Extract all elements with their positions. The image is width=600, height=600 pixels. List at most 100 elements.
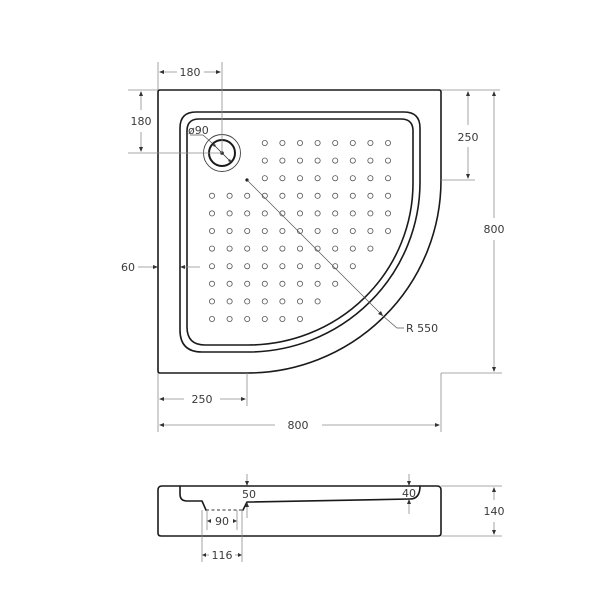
arrow-icon [492, 487, 496, 492]
anti-slip-dot [261, 227, 268, 234]
anti-slip-dot [296, 139, 303, 146]
anti-slip-dot [367, 192, 374, 199]
arrow-icon [212, 143, 216, 147]
tray-inner-rim-inner [186, 118, 414, 346]
anti-slip-dot [261, 175, 268, 182]
anti-slip-dot [367, 210, 374, 217]
arrow-icon [233, 519, 237, 523]
anti-slip-dot [349, 227, 356, 234]
dim-drain-offset-y: 180 [128, 89, 222, 154]
anti-slip-dot [367, 227, 374, 234]
anti-slip-dot [226, 192, 233, 199]
dim-label-60: 60 [121, 261, 135, 274]
anti-slip-dot [244, 315, 251, 322]
anti-slip-dot [314, 263, 321, 270]
anti-slip-dot [384, 175, 391, 182]
arrow-icon [466, 91, 470, 96]
radius-line [246, 179, 384, 317]
anti-slip-dot [279, 245, 286, 252]
anti-slip-dot [208, 192, 215, 199]
anti-slip-dot [349, 175, 356, 182]
anti-slip-dot [296, 192, 303, 199]
anti-slip-dot [261, 263, 268, 270]
dim-rim-width: 60 [121, 261, 200, 274]
anti-slip-dot [314, 227, 321, 234]
anti-slip-dot [332, 227, 339, 234]
anti-slip-dot [261, 315, 268, 322]
anti-slip-dot [261, 192, 268, 199]
dim-drain-inner-width: 90 [206, 510, 238, 530]
anti-slip-dot [349, 157, 356, 164]
anti-slip-dot [296, 227, 303, 234]
arrow-icon [228, 159, 232, 163]
arrow-icon [202, 553, 206, 557]
arrow-icon [492, 530, 496, 535]
anti-slip-dot [208, 263, 215, 270]
anti-slip-dot [279, 192, 286, 199]
arrow-icon [245, 481, 249, 486]
side-view: 50 40 140 90 [157, 474, 505, 562]
arrow-icon [245, 502, 249, 507]
anti-slip-dot [367, 175, 374, 182]
anti-slip-dot [208, 210, 215, 217]
anti-slip-dot [349, 139, 356, 146]
dim-overall-depth: 800 [441, 91, 505, 374]
anti-slip-dot [226, 227, 233, 234]
arrow-icon [139, 91, 143, 96]
arrow-icon [139, 147, 143, 152]
anti-slip-dot [314, 192, 321, 199]
anti-slip-dot [367, 139, 374, 146]
plan-view: R 550 180 180 ø90 [121, 62, 505, 432]
arrow-icon [241, 397, 246, 401]
anti-slip-dot [332, 263, 339, 270]
arrow-icon [435, 423, 440, 427]
anti-slip-dot [244, 192, 251, 199]
anti-slip-dot [384, 227, 391, 234]
anti-slip-dot [314, 280, 321, 287]
drain-diameter-label: ø90 [188, 124, 209, 137]
anti-slip-dot [349, 192, 356, 199]
anti-slip-dot [279, 175, 286, 182]
anti-slip-dot [226, 210, 233, 217]
dim-label-180-y: 180 [131, 115, 152, 128]
dim-drain-outer-width: 116 [201, 510, 243, 562]
anti-slip-dot [279, 315, 286, 322]
anti-slip-dot [332, 210, 339, 217]
arrow-icon [180, 265, 185, 269]
arrow-icon [492, 367, 496, 372]
anti-slip-dot [208, 280, 215, 287]
arrow-icon [238, 553, 242, 557]
anti-slip-dot [384, 157, 391, 164]
anti-slip-dot [226, 315, 233, 322]
dim-label-250-right: 250 [458, 131, 479, 144]
anti-slip-dot [279, 210, 286, 217]
tray-inner-rim-outer [179, 111, 421, 353]
anti-slip-dot [314, 298, 321, 305]
anti-slip-dot [226, 298, 233, 305]
anti-slip-dot-grid [208, 139, 391, 322]
anti-slip-dot [296, 245, 303, 252]
arrow-icon [216, 70, 221, 74]
dim-drain-offset-x: 180 [157, 62, 223, 153]
dim-right-flat: 250 [441, 89, 500, 181]
dim-label-40: 40 [402, 487, 416, 500]
anti-slip-dot [244, 263, 251, 270]
anti-slip-dot [261, 280, 268, 287]
anti-slip-dot [314, 175, 321, 182]
anti-slip-dot [261, 210, 268, 217]
dim-label-116: 116 [212, 549, 233, 562]
anti-slip-dot [244, 210, 251, 217]
anti-slip-dot [279, 139, 286, 146]
anti-slip-dot [261, 245, 268, 252]
arrow-icon [159, 423, 164, 427]
drain-leader [190, 134, 213, 144]
dim-overall-width: 800 [159, 373, 442, 432]
dim-label-800-width: 800 [288, 419, 309, 432]
anti-slip-dot [244, 227, 251, 234]
radius-callout: R 550 [245, 178, 438, 335]
arrow-icon [466, 174, 470, 179]
dim-label-250-bottom: 250 [192, 393, 213, 406]
anti-slip-dot [314, 245, 321, 252]
anti-slip-dot [208, 315, 215, 322]
